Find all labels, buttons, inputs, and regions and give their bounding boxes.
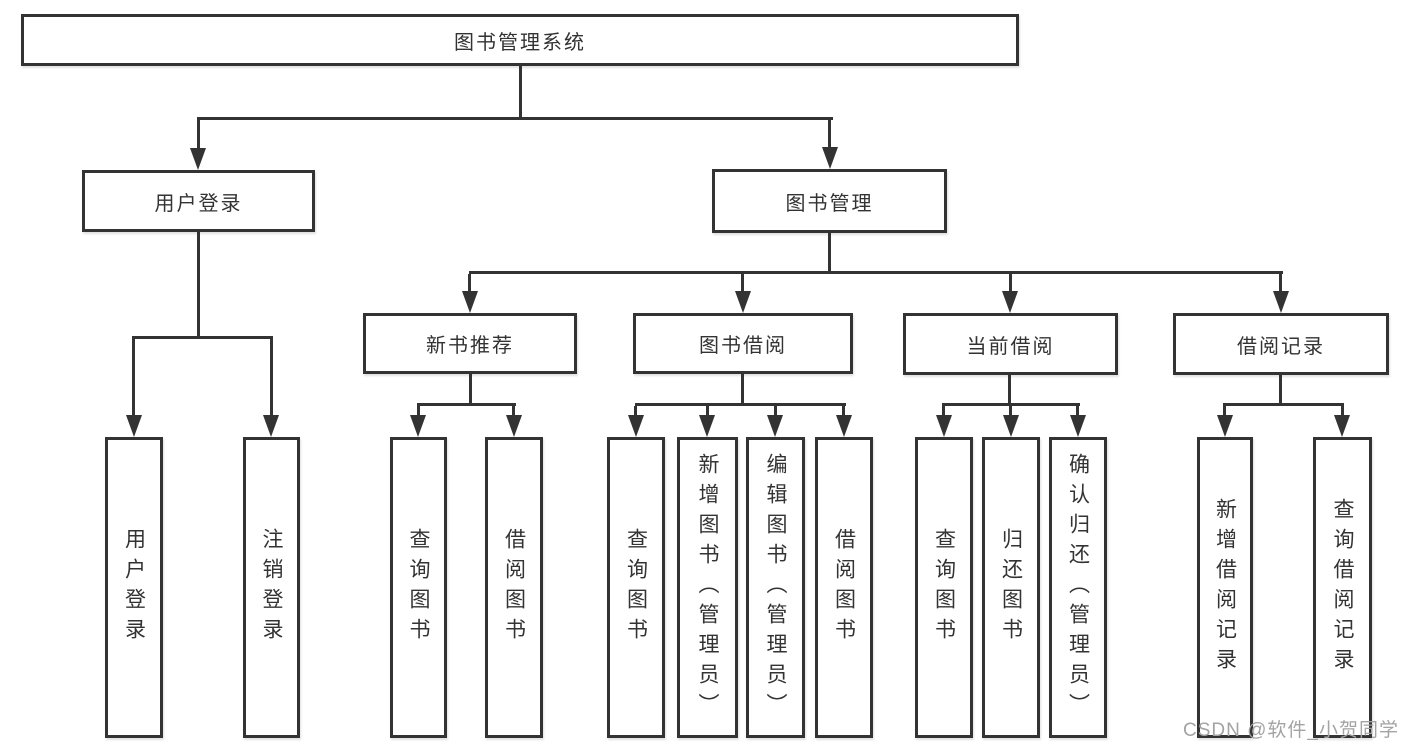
connector-stub-br-add bbox=[1223, 406, 1226, 416]
arrowhead-leaf-logout bbox=[263, 415, 279, 437]
leaf-borrow-books: 借阅图书 bbox=[815, 437, 873, 738]
leaf-edit-book-admin: 编辑图书（管理员） bbox=[746, 437, 805, 738]
node-new-book-recommend: 新书推荐 bbox=[363, 313, 577, 374]
connector-nbr-rail bbox=[417, 403, 516, 406]
arrowhead-nbr-query bbox=[410, 415, 426, 437]
connector-cb-drop bbox=[1008, 375, 1011, 405]
arrowhead-br-add bbox=[1217, 415, 1233, 437]
node-root: 图书管理系统 bbox=[21, 14, 1019, 66]
node-book-management: 图书管理 bbox=[712, 169, 947, 233]
connector-bb-drop bbox=[741, 374, 744, 405]
connector-cb-rail bbox=[942, 403, 1080, 406]
leaf-logout: 注销登录 bbox=[243, 437, 300, 738]
arrowhead-borrow-records bbox=[1273, 291, 1289, 313]
connector-stub-book-management bbox=[828, 119, 831, 149]
node-current-borrow: 当前借阅 bbox=[903, 313, 1118, 375]
node-borrow-records-label: 借阅记录 bbox=[1237, 335, 1325, 358]
connector-stub-bb-query bbox=[634, 406, 637, 416]
leaf-query-borrow-record: 查询借阅记录 bbox=[1313, 437, 1372, 738]
leaf-user-login-label: 用户登录 bbox=[122, 527, 146, 648]
leaf-query-books-recommend-label: 查询图书 bbox=[407, 527, 430, 648]
node-new-book-recommend-label: 新书推荐 bbox=[426, 335, 514, 357]
leaf-add-book-admin: 新增图书（管理员） bbox=[677, 437, 738, 738]
connector-stub-bb-edit bbox=[774, 406, 777, 416]
watermark-text: CSDN @软件_小贺同学 bbox=[1183, 720, 1399, 741]
leaf-return-book: 归还图书 bbox=[982, 437, 1040, 738]
connector-stub-nbr-query bbox=[417, 406, 420, 416]
connector-stub-current-borrow bbox=[1009, 274, 1012, 292]
arrowhead-cb-query bbox=[936, 415, 952, 437]
leaf-add-borrow-record-label: 新增借阅记录 bbox=[1213, 497, 1237, 678]
connector-mgmt-drop bbox=[828, 233, 831, 273]
leaf-query-books-current: 查询图书 bbox=[915, 437, 973, 738]
arrowhead-book-borrow bbox=[735, 291, 751, 313]
connector-stub-book-borrow bbox=[741, 274, 744, 292]
leaf-query-books-recommend: 查询图书 bbox=[390, 437, 447, 738]
leaf-borrow-books-label: 借阅图书 bbox=[832, 527, 856, 648]
leaf-borrow-books-recommend-label: 借阅图书 bbox=[502, 527, 526, 648]
leaf-query-books-current-label: 查询图书 bbox=[932, 527, 956, 648]
node-user-login: 用户登录 bbox=[82, 170, 315, 232]
arrowhead-cb-return bbox=[1003, 415, 1019, 437]
connector-nbr-drop bbox=[469, 374, 472, 405]
arrowhead-bb-borrow bbox=[836, 415, 852, 437]
connector-stub-borrow-records bbox=[1279, 274, 1282, 292]
leaf-confirm-return-admin-label: 确认归还（管理员） bbox=[1066, 452, 1090, 723]
arrowhead-leaf-login bbox=[126, 415, 142, 437]
arrowhead-current-borrow bbox=[1002, 291, 1018, 313]
connector-stub-cb-return bbox=[1009, 406, 1012, 416]
connector-user-rail bbox=[132, 336, 273, 339]
arrowhead-book-management bbox=[822, 147, 838, 169]
leaf-user-login: 用户登录 bbox=[105, 437, 163, 738]
leaf-confirm-return-admin: 确认归还（管理员） bbox=[1049, 437, 1107, 738]
leaf-borrow-books-recommend: 借阅图书 bbox=[485, 437, 543, 738]
leaf-query-books-borrow-label: 查询图书 bbox=[624, 527, 648, 648]
node-root-label: 图书管理系统 bbox=[454, 31, 586, 54]
leaf-return-book-label: 归还图书 bbox=[999, 527, 1023, 648]
connector-stub-bb-add bbox=[706, 406, 709, 416]
connector-br-drop bbox=[1279, 375, 1282, 405]
arrowhead-nbr-borrow bbox=[506, 415, 522, 437]
arrowhead-user-login bbox=[190, 148, 206, 170]
arrowhead-bb-edit bbox=[767, 415, 783, 437]
leaf-query-borrow-record-label: 查询借阅记录 bbox=[1331, 497, 1354, 678]
leaf-edit-book-admin-label: 编辑图书（管理员） bbox=[764, 452, 787, 723]
connector-mgmt-rail bbox=[469, 271, 1283, 274]
node-book-management-label: 图书管理 bbox=[785, 192, 874, 215]
connector-root-drop bbox=[519, 66, 522, 119]
leaf-add-borrow-record: 新增借阅记录 bbox=[1197, 437, 1253, 738]
node-user-login-label: 用户登录 bbox=[154, 192, 243, 215]
connector-br-rail bbox=[1223, 403, 1344, 406]
connector-stub-leaf-logout bbox=[270, 339, 273, 417]
connector-stub-br-query bbox=[1341, 406, 1344, 416]
connector-stub-new-book bbox=[468, 274, 471, 292]
arrowhead-cb-confirm bbox=[1070, 415, 1086, 437]
node-book-borrow: 图书借阅 bbox=[633, 313, 853, 374]
connector-stub-cb-confirm bbox=[1076, 406, 1079, 416]
connector-root-rail bbox=[197, 117, 833, 120]
connector-stub-cb-query bbox=[942, 406, 945, 416]
leaf-query-books-borrow: 查询图书 bbox=[607, 437, 665, 738]
arrowhead-new-book bbox=[462, 291, 478, 313]
leaf-add-book-admin-label: 新增图书（管理员） bbox=[696, 452, 719, 723]
connector-bb-rail bbox=[635, 403, 846, 406]
node-book-borrow-label: 图书借阅 bbox=[699, 335, 787, 357]
connector-stub-user-login bbox=[197, 119, 200, 150]
leaf-logout-label: 注销登录 bbox=[260, 527, 283, 648]
connector-stub-nbr-borrow bbox=[512, 406, 515, 416]
arrowhead-bb-add bbox=[699, 415, 715, 437]
connector-stub-bb-borrow bbox=[842, 406, 845, 416]
connector-stub-leaf-login bbox=[132, 339, 135, 417]
arrowhead-bb-query bbox=[628, 415, 644, 437]
node-current-borrow-label: 当前借阅 bbox=[966, 335, 1055, 358]
node-borrow-records: 借阅记录 bbox=[1173, 313, 1389, 375]
connector-user-drop bbox=[197, 232, 200, 338]
arrowhead-br-query bbox=[1334, 415, 1350, 437]
